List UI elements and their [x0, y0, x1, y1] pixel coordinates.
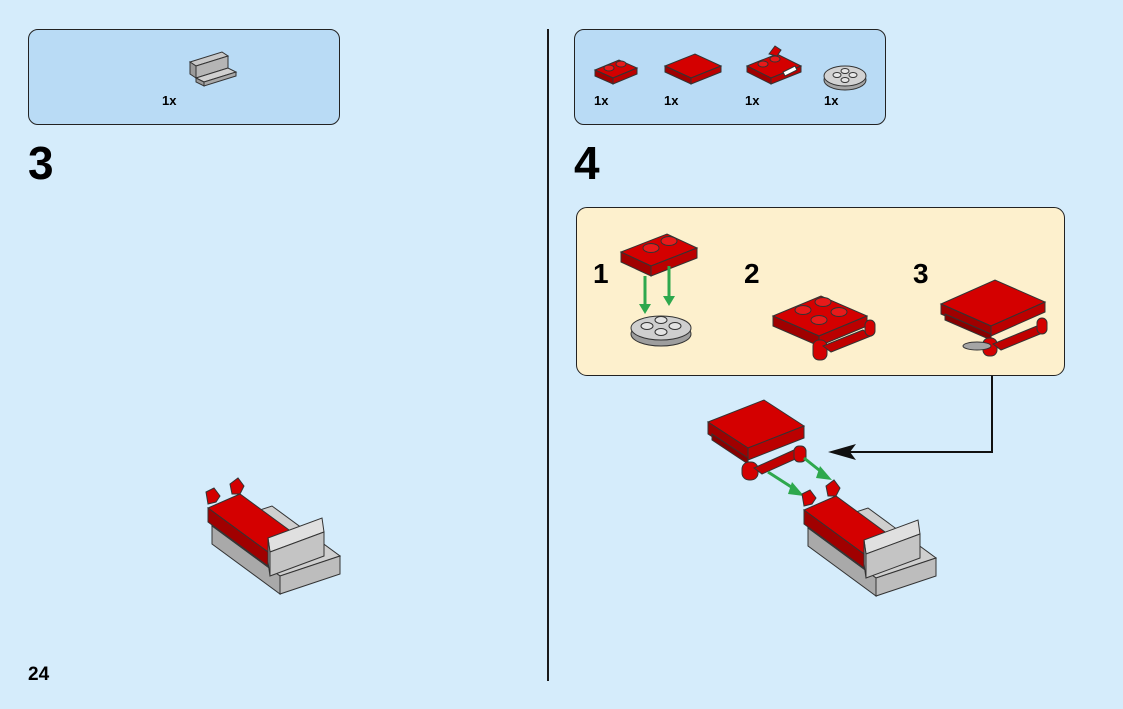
step4-assembly-illustration: [706, 399, 938, 597]
substep-number: 2: [744, 258, 760, 289]
step3-assembly-illustration: [205, 477, 342, 595]
step4-parts-box: 1x 1x 1x 1x: [574, 29, 886, 125]
step-divider: [547, 29, 549, 681]
subassembly-box: 1 2 3: [576, 207, 1065, 376]
red-tile-2x2-icon: [663, 53, 723, 85]
gray-round-plate-icon: [823, 65, 867, 91]
substep-number: 3: [913, 258, 929, 289]
substep-number: 1: [593, 258, 609, 289]
step-number: 3: [28, 137, 54, 189]
step-number: 4: [574, 137, 600, 189]
red-plate-with-clips-icon: [745, 45, 803, 85]
substep1-illustration: [619, 233, 699, 347]
part-quantity: 1x: [745, 93, 760, 108]
part-quantity: 1x: [162, 93, 177, 108]
callout-arrow: [828, 376, 993, 460]
part-quantity: 1x: [594, 93, 609, 108]
step3-parts-box: 1x: [28, 29, 340, 125]
gray-bracket-icon: [188, 51, 238, 87]
page-number: 24: [28, 664, 50, 685]
part-quantity: 1x: [664, 93, 679, 108]
substep3-illustration: [939, 279, 1048, 357]
red-plate-1x2-icon: [593, 59, 639, 85]
part-quantity: 1x: [824, 93, 839, 108]
substep2-illustration: [771, 295, 876, 361]
